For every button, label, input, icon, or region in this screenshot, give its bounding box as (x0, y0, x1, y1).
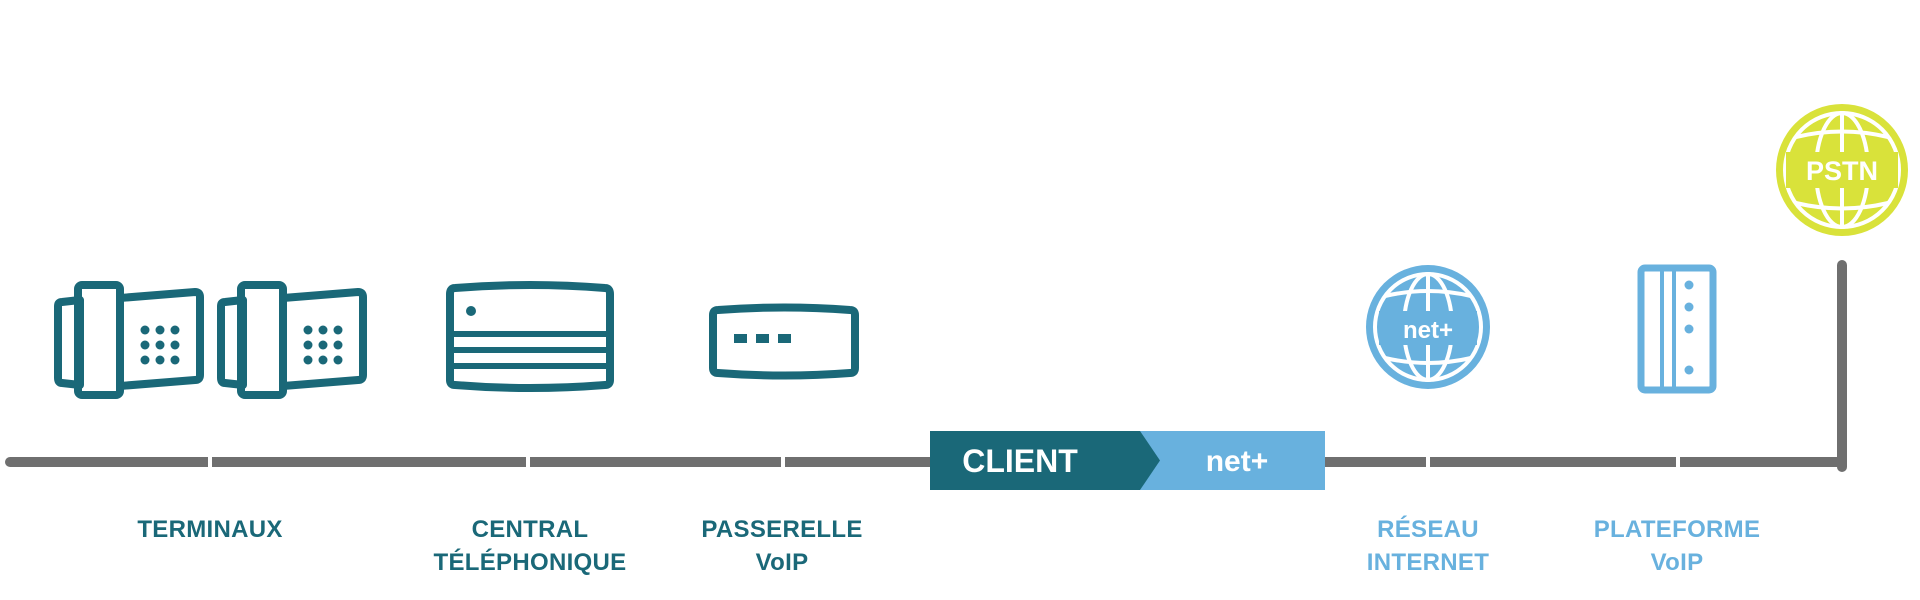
stage-label-reseau: RÉSEAU INTERNET (1298, 513, 1558, 579)
stage-label-line: RÉSEAU (1377, 516, 1479, 543)
stage-label-line: PLATEFORME (1593, 516, 1761, 543)
pstn-globe-label: PSTN (1806, 156, 1878, 186)
phone-icon (217, 281, 367, 399)
phone-icon (54, 281, 204, 399)
stage-label-line: PASSERELLE (701, 516, 863, 543)
globe-icon: net+ (1366, 265, 1490, 389)
server-icon (1637, 264, 1717, 394)
phone-keypad (140, 325, 180, 365)
stage-label-terminaux: TERMINAUX (80, 513, 340, 546)
stage-label-line: TÉLÉPHONIQUE (433, 549, 627, 576)
client-banner-label: CLIENT (962, 443, 1078, 479)
globe-icon: PSTN (1776, 104, 1908, 236)
stage-label-passerelle: PASSERELLE VoIP (652, 513, 912, 579)
client-provider-banner: CLIENT net+ (930, 431, 1325, 490)
stage-label-plateforme: PLATEFORME VoIP (1547, 513, 1807, 579)
internet-globe-label: net+ (1403, 317, 1453, 344)
line-separators (208, 450, 1680, 474)
stage-label-line: INTERNET (1366, 549, 1490, 576)
client-banner-bg (930, 431, 1160, 490)
stage-label-line: VoIP (1650, 549, 1704, 576)
stage-label-line: TERMINAUX (137, 516, 283, 543)
gateway-icon (709, 303, 859, 380)
pbx-icon (446, 281, 614, 392)
stage-label-line: CENTRAL (471, 516, 589, 543)
stage-label-central: CENTRAL TÉLÉPHONIQUE (400, 513, 660, 579)
provider-banner-label: net+ (1206, 445, 1269, 478)
stage-label-line: VoIP (755, 549, 809, 576)
phone-keypad (303, 325, 343, 365)
